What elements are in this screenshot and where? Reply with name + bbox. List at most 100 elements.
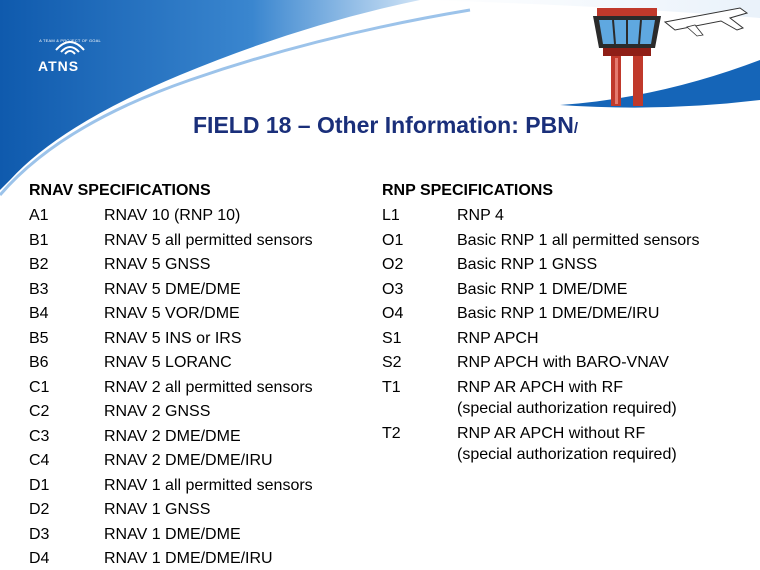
spec-description-text: RNAV 2 all permitted sensors [104,378,313,396]
list-item: O2 Basic RNP 1 GNSS [382,253,752,278]
spec-description-text: RNP AR APCH without RF [457,424,646,442]
spec-description-text: RNP APCH with BARO-VNAV [457,354,669,371]
spec-description: RNAV 2 all permitted sensors [104,376,369,401]
list-item: B3 RNAV 5 DME/DME [29,278,369,303]
spec-description-text: RNP AR APCH with RF [457,378,623,396]
spec-description-text: RNAV 10 (RNP 10) [104,207,241,224]
spec-code: O1 [382,231,404,249]
spec-code: O2 [382,256,404,273]
spec-description: RNAV 5 LORANC [104,351,369,376]
list-item: C1 RNAV 2 all permitted sensors [29,376,369,401]
spec-description: RNAV 5 VOR/DME [104,302,369,327]
spec-description-text: RNAV 5 DME/DME [104,280,241,298]
list-item: D4 RNAV 1 DME/DME/IRU [29,547,369,570]
spec-description: RNAV 1 all permitted sensors [104,474,369,499]
rnav-heading: RNAV SPECIFICATIONS [29,182,211,199]
spec-description: RNAV 5 INS or IRS [104,327,369,352]
spec-description-text: RNAV 5 VOR/DME [104,305,240,322]
spec-description-text: RNP APCH [457,329,539,347]
spec-description-text: RNAV 5 GNSS [104,256,211,273]
spec-code: D3 [29,525,50,543]
list-item: S1 RNP APCH [382,327,752,352]
spec-note: (special authorization required) [457,445,677,463]
list-item: S2 RNP APCH with BARO-VNAV [382,351,752,376]
title-suffix: / [573,120,578,137]
spec-description-text: Basic RNP 1 GNSS [457,256,598,273]
list-item: A1 RNAV 10 (RNP 10) [29,204,369,229]
spec-code: C4 [29,452,50,469]
spec-description: RNAV 2 GNSS [104,400,369,425]
spec-description: RNAV 5 DME/DME [104,278,369,303]
spec-description: Basic RNP 1 all permitted sensors [457,229,752,254]
spec-description-text: Basic RNP 1 DME/DME/IRU [457,305,660,322]
spec-code: C1 [29,378,50,396]
spec-code: B1 [29,231,49,249]
rnav-specifications: RNAV SPECIFICATIONS A1 RNAV 10 (RNP 10) B1… [29,180,369,570]
spec-code: B4 [29,305,49,322]
spec-description: RNAV 10 (RNP 10) [104,204,369,229]
spec-code: T2 [382,424,401,442]
spec-description: RNAV 2 DME/DME [104,425,369,450]
spec-description-text: RNAV 5 INS or IRS [104,329,242,347]
list-item: B1 RNAV 5 all permitted sensors [29,229,369,254]
control-tower-plane-icon [593,7,749,106]
spec-code: D1 [29,476,50,494]
spec-description-text: RNAV 1 DME/DME/IRU [104,550,273,567]
spec-code: D4 [29,550,50,567]
title-main: FIELD 18 – Other Information: PBN [193,112,574,138]
list-item: C4 RNAV 2 DME/DME/IRU [29,449,369,474]
spec-code: O4 [382,305,404,322]
spec-description-text: Basic RNP 1 DME/DME [457,280,628,298]
spec-description: Basic RNP 1 DME/DME [457,278,752,303]
spec-code: C3 [29,427,50,445]
list-item: C2 RNAV 2 GNSS [29,400,369,425]
list-item: D1 RNAV 1 all permitted sensors [29,474,369,499]
list-item: C3 RNAV 2 DME/DME [29,425,369,450]
spec-code: O3 [382,280,404,298]
spec-description: RNP 4 [457,204,752,229]
spec-code: L1 [382,207,400,224]
spec-code: T1 [382,378,401,396]
spec-description: RNP AR APCH without RF (special authoriza… [457,422,752,468]
rnp-list: L1 RNP 4 O1 Basic RNP 1 all permitted senso… [382,204,752,468]
list-item: B5 RNAV 5 INS or IRS [29,327,369,352]
rnp-heading: RNP SPECIFICATIONS [382,182,553,199]
spec-description: Basic RNP 1 DME/DME/IRU [457,302,752,327]
spec-code: B5 [29,329,49,347]
spec-description-text: Basic RNP 1 all permitted sensors [457,231,700,249]
logo-brand: ATNS [38,58,80,74]
rnav-list: A1 RNAV 10 (RNP 10) B1 RNAV 5 all permitted… [29,204,369,570]
spec-description: RNAV 5 GNSS [104,253,369,278]
list-item: T2 RNP AR APCH without RF (special authori… [382,422,752,468]
list-item: D3 RNAV 1 DME/DME [29,523,369,548]
spec-description-text: RNP 4 [457,207,504,224]
spec-description-text: RNAV 2 DME/DME [104,427,241,445]
list-item: O3 Basic RNP 1 DME/DME [382,278,752,303]
list-item: B4 RNAV 5 VOR/DME [29,302,369,327]
spec-description: RNAV 1 GNSS [104,498,369,523]
spec-code: B3 [29,280,49,298]
list-item: O4 Basic RNP 1 DME/DME/IRU [382,302,752,327]
spec-description: RNAV 1 DME/DME [104,523,369,548]
spec-description-text: RNAV 2 DME/DME/IRU [104,452,273,469]
spec-description: RNAV 5 all permitted sensors [104,229,369,254]
spec-description-text: RNAV 5 all permitted sensors [104,231,313,249]
logo-tagline: A TEAM & PROJECT OF GOAL [39,38,101,43]
spec-code: A1 [29,207,49,224]
spec-code: C2 [29,403,50,420]
signal-waves-icon [55,41,85,55]
spec-code: S2 [382,354,402,371]
spec-description: RNP APCH with BARO-VNAV [457,351,752,376]
spec-code: S1 [382,329,402,347]
spec-description-text: RNAV 1 all permitted sensors [104,476,313,494]
spec-description-text: RNAV 2 GNSS [104,403,211,420]
spec-description: RNP APCH [457,327,752,352]
spec-description: Basic RNP 1 GNSS [457,253,752,278]
